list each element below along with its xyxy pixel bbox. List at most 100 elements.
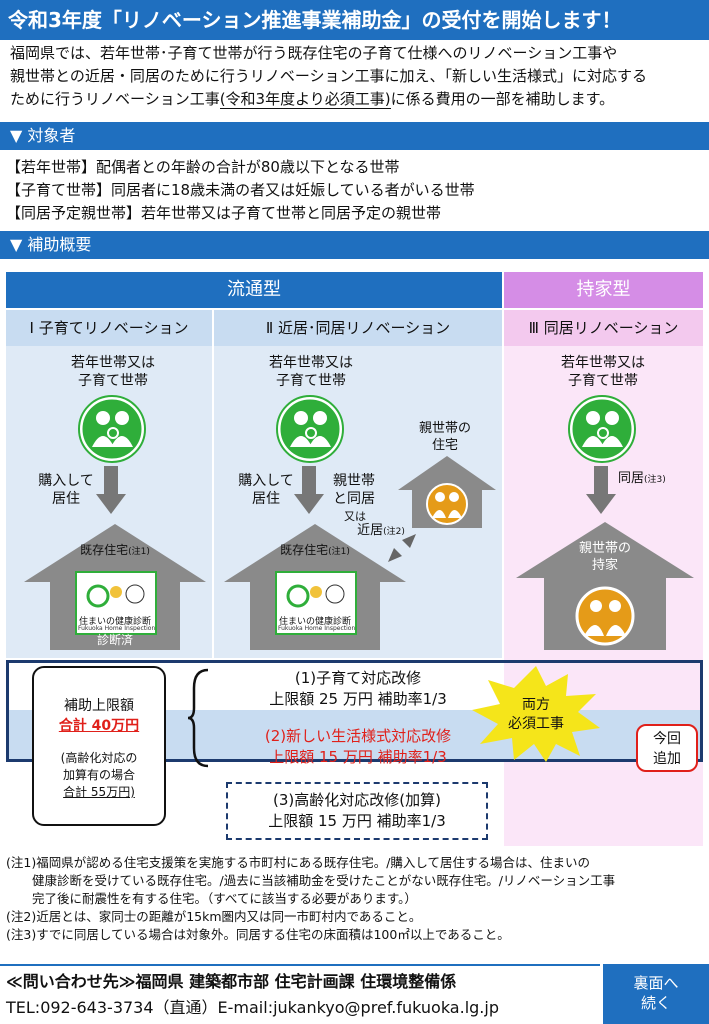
intro-line-3c: に係る費用の一部を補助します。 xyxy=(390,90,615,108)
house-icon xyxy=(224,524,406,650)
logo-text: 住まいの健康診断 xyxy=(278,617,351,627)
contact-tel-email: TEL:092-643-3734（直通）E-mail:jukankyo@pref… xyxy=(6,998,499,1017)
parent-home-1: 親世帯の xyxy=(418,421,471,436)
col3-head: Ⅲ 同居リノベーション xyxy=(504,310,703,346)
continue-back-button[interactable]: 裏面へ 続く xyxy=(603,964,709,1024)
target-item: 【若年世帯】配偶者との年齢の合計が80歳以下となる世帯 xyxy=(6,158,400,176)
down-arrow-icon xyxy=(586,466,616,514)
col1-buy-label: 購入して 居住 xyxy=(38,472,94,508)
young-family-icon xyxy=(78,395,146,463)
new-badge-1: 今回 xyxy=(653,731,681,747)
item-3: (3)高齢化対応改修(加算) 上限額 15 万円 補助率1/3 xyxy=(226,790,488,832)
intro-text: 福岡県では、若年世帯･子育て世帯が行う既存住宅の子育て仕様へのリノベーション工事… xyxy=(0,42,709,111)
existing-label: 既存住宅 xyxy=(80,543,129,557)
down-arrow-icon xyxy=(96,466,126,514)
limit-title: 補助上限額 xyxy=(64,698,134,714)
live-label: 居住 xyxy=(52,491,80,507)
young-label-2: 子育て世帯 xyxy=(568,373,638,389)
note-1a: (注1)福岡県が認める住宅支援策を実施する市町村にある既存住宅。/購入して居住す… xyxy=(6,855,591,870)
young-label-2: 子育て世帯 xyxy=(78,373,148,389)
subsidy-box xyxy=(6,660,703,762)
note-3: (注3)すでに同居している場合は対象外。同居する住宅の床面積は100㎡以上である… xyxy=(6,927,510,942)
note-1b: 健康診断を受けている既存住宅。/過去に当該補助金を受けたことがない既存住宅。/リ… xyxy=(32,873,616,888)
col1-existing-label: 既存住宅(注1) xyxy=(70,542,160,561)
contact-title: ≪問い合わせ先≫福岡県 建築都市部 住宅計画課 住環境整備係 xyxy=(6,972,457,991)
parent-home-2: 住宅 xyxy=(431,438,458,453)
parent-own-house-icon xyxy=(516,522,694,650)
note1-mark: (注1) xyxy=(328,547,350,557)
brace-icon xyxy=(187,668,209,768)
required-text: 必須工事 xyxy=(508,716,564,732)
or-label: 又は xyxy=(344,510,366,523)
buy-label: 購入して xyxy=(38,473,94,489)
item-1: (1)子育て対応改修 上限額 25 万円 補助率1/3 xyxy=(224,668,492,710)
item3-title: (3)高齢化対応改修(加算) xyxy=(273,791,441,809)
young-family-icon xyxy=(568,395,636,463)
logo-sub: Fukuoka Home Inspection xyxy=(78,625,156,632)
col3-young-label: 若年世帯又は 子育て世帯 xyxy=(548,354,658,390)
young-label-1: 若年世帯又は xyxy=(71,355,155,371)
parent-own-label: 親世帯の 持家 xyxy=(570,540,640,574)
limit-note-2: 加算有の場合 xyxy=(62,768,135,782)
col2-head: Ⅱ 近居･同居リノベーション xyxy=(214,310,502,346)
ryutsu-type-head: 流通型 xyxy=(6,272,502,308)
targets-heading: ▼ 対象者 xyxy=(0,122,709,150)
logo-sub: Fukuoka Home Inspection xyxy=(278,625,356,632)
young-family-icon xyxy=(276,395,344,463)
item-3-box xyxy=(226,782,488,840)
intro-line-3a: ために行うリノベーション工事 xyxy=(10,90,220,108)
intro-line-3: ために行うリノベーション工事(令和3年度より必須工事)に係る費用の一部を補助しま… xyxy=(10,88,699,111)
note-2: (注2)近居とは、家同士の距離が15km圏内又は同一市町村内であること。 xyxy=(6,909,422,924)
page-title: 令和3年度「リノベーション推進事業補助金」の受付を開始します！ xyxy=(0,0,709,40)
note-1c: 完了後に耐震性を有する住宅。（すべてに該当する必要があります。） xyxy=(32,891,417,906)
target-item: 【同居予定親世帯】若年世帯又は子育て世帯と同居予定の親世帯 xyxy=(6,204,442,222)
back-label-1: 裏面へ xyxy=(633,974,679,992)
back-label-2: 続く xyxy=(640,994,671,1012)
near-label: 近居(注2) xyxy=(350,522,412,541)
logo-text: 住まいの健康診断 xyxy=(78,617,151,627)
target-item: 【子育て世帯】同居者に18歳未満の者又は妊娠している者がいる世帯 xyxy=(6,181,475,199)
burst-icon xyxy=(472,666,600,762)
col2-parent-label: 親世帯 と同居 xyxy=(326,472,382,508)
parent-label: 親世帯 xyxy=(333,473,375,489)
cohabit-label: 同居(注3) xyxy=(618,470,680,489)
intro-required-note: (令和3年度より必須工事) xyxy=(219,90,391,109)
buy-label: 購入して xyxy=(238,473,294,489)
col2-young-label: 若年世帯又は 子育て世帯 xyxy=(256,354,366,390)
note2-mark: (注2) xyxy=(383,527,405,537)
cohabit-text: 同居 xyxy=(618,471,645,486)
note1-mark: (注1) xyxy=(128,547,150,557)
col2-buy-label: 購入して 居住 xyxy=(238,472,294,508)
notes: (注1)福岡県が認める住宅支援策を実施する市町村にある既存住宅。/購入して居住す… xyxy=(6,854,706,944)
near-text: 近居 xyxy=(357,523,384,538)
mochiie-type-head: 持家型 xyxy=(504,272,703,308)
col2-existing-label: 既存住宅(注1) xyxy=(270,542,360,561)
col1-young-label: 若年世帯又は 子育て世帯 xyxy=(58,354,168,390)
item1-title: (1)子育て対応改修 xyxy=(294,669,422,687)
young-label-1: 若年世帯又は xyxy=(561,355,645,371)
parent-own-2: 持家 xyxy=(591,558,618,573)
live-label: 居住 xyxy=(252,491,280,507)
new-badge-2: 追加 xyxy=(653,751,681,767)
house-icon xyxy=(24,524,206,650)
intro-line-2: 親世帯との近居・同居のために行うリノベーション工事に加え、「新しい生活様式」に対… xyxy=(10,67,648,85)
item2-title: (2)新しい生活様式対応改修 xyxy=(264,727,452,745)
item1-detail: 上限額 25 万円 補助率1/3 xyxy=(269,690,447,708)
parent-house-icon xyxy=(398,456,496,528)
item3-detail: 上限額 15 万円 補助率1/3 xyxy=(268,812,446,830)
item-2: (2)新しい生活様式対応改修 上限額 15 万円 補助率1/3 xyxy=(224,726,492,768)
intro-line-1: 福岡県では、若年世帯･子育て世帯が行う既存住宅の子育て仕様へのリノベーション工事… xyxy=(10,44,618,62)
parent-own-1: 親世帯の xyxy=(578,541,631,556)
existing-label: 既存住宅 xyxy=(280,543,329,557)
young-label-1: 若年世帯又は xyxy=(269,355,353,371)
limit-note-1: (高齢化対応の xyxy=(60,751,138,765)
parent-label-2: と同居 xyxy=(333,491,375,507)
new-badge: 今回 追加 xyxy=(636,724,698,772)
targets-list: 【若年世帯】配偶者との年齢の合計が80歳以下となる世帯 【子育て世帯】同居者に1… xyxy=(6,156,475,225)
limit-total: 合計 40万円 xyxy=(58,718,140,734)
col1-diagnosed-label: 診断済 xyxy=(96,633,133,647)
limit-note-3: 合計 55万円) xyxy=(63,785,135,799)
young-label-2: 子育て世帯 xyxy=(276,373,346,389)
both-text: 両方 xyxy=(522,697,550,713)
overview-heading: ▼ 補助概要 xyxy=(0,231,709,259)
